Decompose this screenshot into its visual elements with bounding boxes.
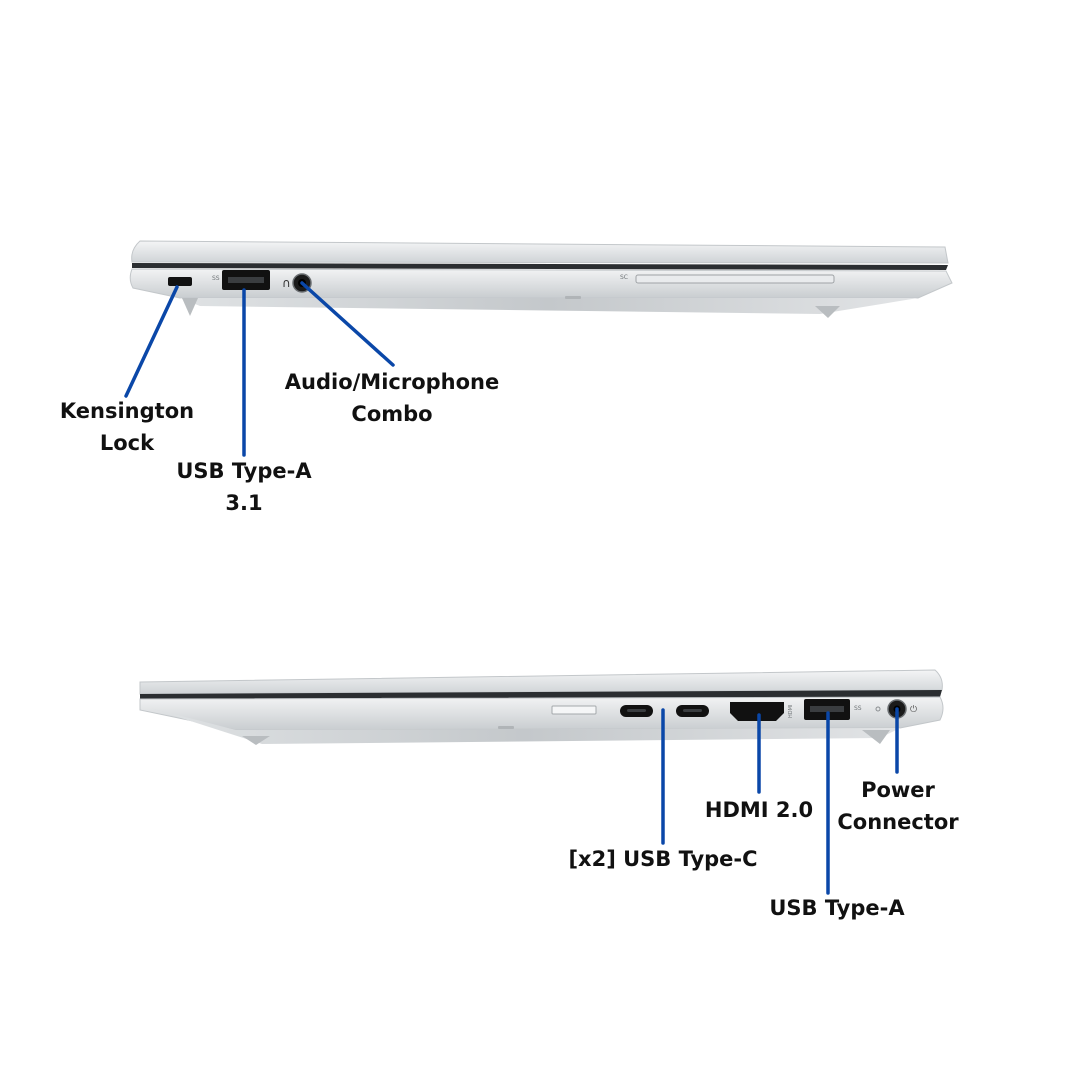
usb-c-label-line1: [x2] USB Type-C [568, 847, 758, 871]
usb-a-31-label-line1: USB Type-A [176, 459, 312, 483]
kensington-label-line2: Lock [99, 431, 155, 455]
kensington-lock-port [168, 277, 192, 286]
smart-card-slot [635, 274, 835, 284]
usb-a-31-label-line2: 3.1 [225, 491, 263, 515]
power-label-line2: Connector [837, 810, 959, 834]
power-label-line1: Power [861, 778, 935, 802]
hdmi-mark: HDMI [788, 705, 794, 718]
usb-a-right-label: USB Type-A [758, 892, 916, 924]
smart-card-mark: SC [620, 274, 628, 281]
audio-label-line1: Audio/Microphone [284, 370, 500, 394]
usb-c-label: [x2] USB Type-C [560, 843, 766, 875]
right-side-laptop: HDMI SS ⏻ [139, 669, 944, 745]
kensington-callout-line [124, 285, 179, 398]
audio-microphone-label: Audio/Microphone Combo [272, 366, 512, 430]
power-led [875, 706, 881, 712]
power-symbol-icon: ⏻ [910, 704, 917, 715]
sim-slot [551, 705, 597, 715]
audio-label-line2: Combo [351, 402, 433, 426]
headphone-icon: ∩ [282, 276, 291, 290]
usb-a-right-label-line1: USB Type-A [769, 896, 905, 920]
audio-callout-line [300, 281, 395, 367]
usb-a-31-label: USB Type-A 3.1 [164, 455, 324, 519]
left-side-laptop: SS ∩ SC [129, 240, 953, 318]
right-callout-lines [661, 707, 899, 895]
hdmi-port [730, 702, 784, 721]
kensington-label-line1: Kensington [59, 399, 195, 423]
hdmi-label-line1: HDMI 2.0 [704, 798, 814, 822]
kensington-lock-label: Kensington Lock [48, 395, 206, 459]
power-connector-label: Power Connector [826, 774, 970, 838]
usb-superspeed-mark: SS [212, 275, 220, 282]
hdmi-label: HDMI 2.0 [694, 794, 824, 826]
usb-superspeed-mark-right: SS [854, 705, 862, 712]
left-callout-lines [124, 281, 395, 457]
